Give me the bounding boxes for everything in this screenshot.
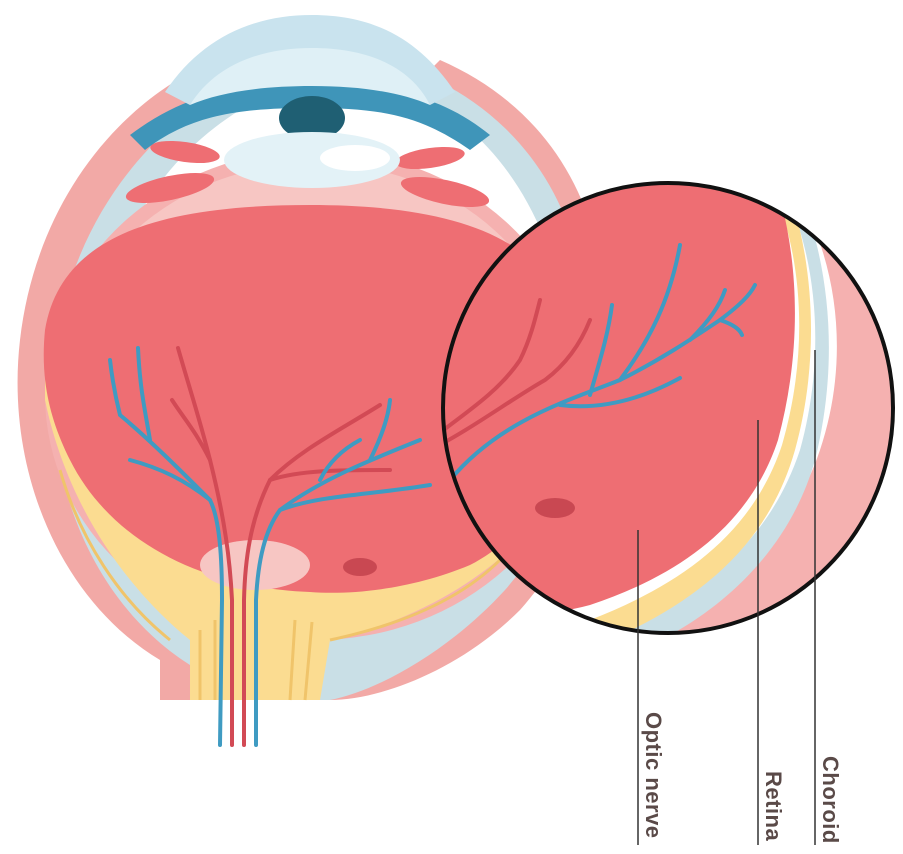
lens-highlight xyxy=(320,145,390,171)
label-retina: Retina xyxy=(761,771,786,842)
label-choroid: Choroid xyxy=(818,756,843,844)
label-optic-nerve: Optic nerve xyxy=(641,712,666,839)
optic-disc xyxy=(200,540,310,590)
macula xyxy=(343,558,377,576)
